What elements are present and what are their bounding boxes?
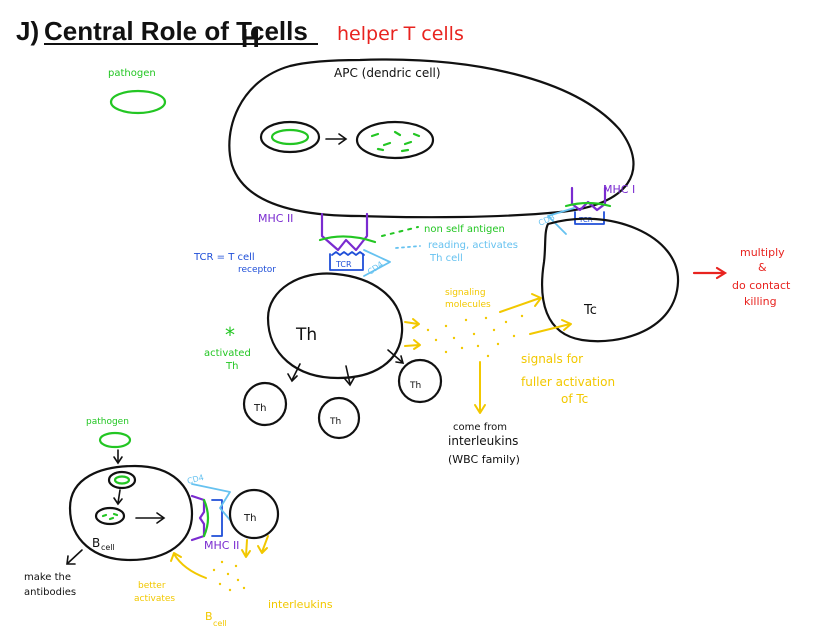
multiply-line1: multiply (740, 246, 785, 259)
reading-pointer (395, 245, 421, 249)
th-small-3: Th (409, 381, 421, 391)
bottom-signal-dots (212, 560, 246, 592)
cd4-bottom-label: CD4 (186, 473, 205, 486)
th-small-2: Th (329, 417, 341, 427)
presented-antigen-tc (564, 201, 612, 208)
b-cell2-label: B (205, 610, 213, 623)
proliferation-arrows (287, 349, 405, 387)
th-cell-bottom (228, 488, 280, 540)
tcr-top-box-label: TCR (335, 260, 352, 269)
th-main-label: Th (295, 325, 317, 345)
better-activates-arrow (173, 553, 207, 579)
pathogen-top-label: pathogen (108, 68, 156, 79)
th-small-1: Th (253, 403, 266, 414)
bottom-signal-arrows (170, 535, 269, 579)
tcr-definition-line2: receptor (238, 265, 276, 275)
antigen-fragments (370, 130, 421, 153)
better-line1: better (138, 581, 166, 591)
th-daughter-3 (397, 358, 443, 404)
tcr-bottom (211, 499, 223, 537)
interleukins-line1: come from (453, 422, 507, 433)
title-subscript: H (241, 23, 260, 53)
digested-vesicle (355, 120, 435, 160)
presented-antigen-bottom (202, 498, 210, 538)
th-daughter-1 (242, 381, 288, 427)
nonself-pointer (381, 226, 419, 237)
b-cell-vesicle-2 (94, 506, 126, 526)
mhc1-label: MHC I (603, 183, 635, 196)
tc-cell (541, 217, 680, 343)
tcr-definition-line1: TCR = T cell (193, 252, 255, 263)
title-annotation: helper T cells (337, 23, 464, 45)
engulfed-pathogen (270, 128, 310, 146)
title-prefix: J) (16, 16, 39, 46)
cd4-bottom (191, 483, 231, 521)
signals-line2: fuller activation (521, 375, 615, 389)
pathogen-bottom (98, 431, 132, 449)
b-cell-vesicle-1 (107, 470, 137, 490)
apc-label: APC (dendric cell) (334, 66, 441, 80)
apc-cell (228, 58, 635, 219)
better-line2: activates (134, 594, 175, 604)
b-cell-fragments (101, 512, 119, 521)
antibodies-arrow (67, 549, 83, 564)
mhc2-bottom-label: MHC II (204, 539, 239, 552)
mhc2-bottom (190, 494, 206, 542)
tc-label: Tc (583, 303, 597, 318)
antibodies-line1: make the (24, 572, 71, 583)
signals-line3: of Tc (561, 392, 588, 406)
activated-line1: activated (204, 348, 251, 359)
title-main: Central Role of T (44, 16, 252, 46)
digest-arrowhead (338, 133, 348, 145)
cd4-top-label: CD4 (366, 260, 385, 277)
b-cell-transport-arrowhead (156, 512, 166, 524)
tcr-top (329, 253, 364, 271)
nonself-line2: reading, activates (428, 240, 518, 251)
cd4-top (363, 249, 391, 277)
cd8 (547, 207, 575, 235)
nonself-line3: Th cell (429, 253, 463, 264)
multiply-line3: do contact (732, 279, 791, 292)
tcr-top-zigzag (331, 251, 365, 256)
pathogen-top (109, 89, 167, 115)
interleukins-bottom-label: interleukins (268, 598, 333, 611)
pathogen-entry-arrowhead (113, 456, 123, 465)
th-daughter-2 (317, 396, 361, 440)
nonself-line1: non self antigen (424, 224, 505, 235)
interleukins-line2: interleukins (448, 434, 518, 448)
title: J) Central Role of T H cells helper T ce… (16, 16, 464, 53)
b-cell-internal-arrowhead (113, 497, 123, 506)
mhc2-top (320, 212, 369, 252)
b-cell2-label-sub: cell (213, 619, 227, 628)
antibodies-arrowhead (66, 555, 76, 565)
multiply-arrowhead (715, 266, 728, 280)
tcr-tc-box-label: TCR (578, 216, 593, 224)
antibodies-line2: antibodies (24, 587, 76, 598)
engulfed-pathogen-vesicle (259, 120, 321, 154)
presented-antigen-top (318, 235, 377, 244)
b-cell-internal-arrow (117, 489, 121, 504)
title-suffix: cells (250, 16, 308, 46)
b-cell-label: B (92, 536, 100, 550)
activated-line2: Th (225, 361, 238, 372)
th-cell-main (266, 272, 404, 380)
interleukins-line3: (WBC family) (448, 453, 520, 466)
multiply-line2: & (758, 261, 767, 274)
b-cell (68, 464, 194, 562)
signaling-line1: signaling (445, 288, 486, 298)
signaling-dots (426, 314, 524, 358)
b-cell-label-sub: cell (101, 543, 115, 552)
activated-star: * (225, 323, 235, 347)
th-bottom-label: Th (243, 513, 256, 524)
pathogen-bottom-label: pathogen (86, 417, 129, 427)
mhc2-top-label: MHC II (258, 212, 293, 225)
multiply-line4: killing (744, 295, 777, 308)
signals-line1: signals for (521, 352, 583, 366)
b-cell-pathogen (113, 475, 131, 485)
signaling-line2: molecules (445, 300, 491, 310)
signaling-arrows (404, 293, 572, 414)
